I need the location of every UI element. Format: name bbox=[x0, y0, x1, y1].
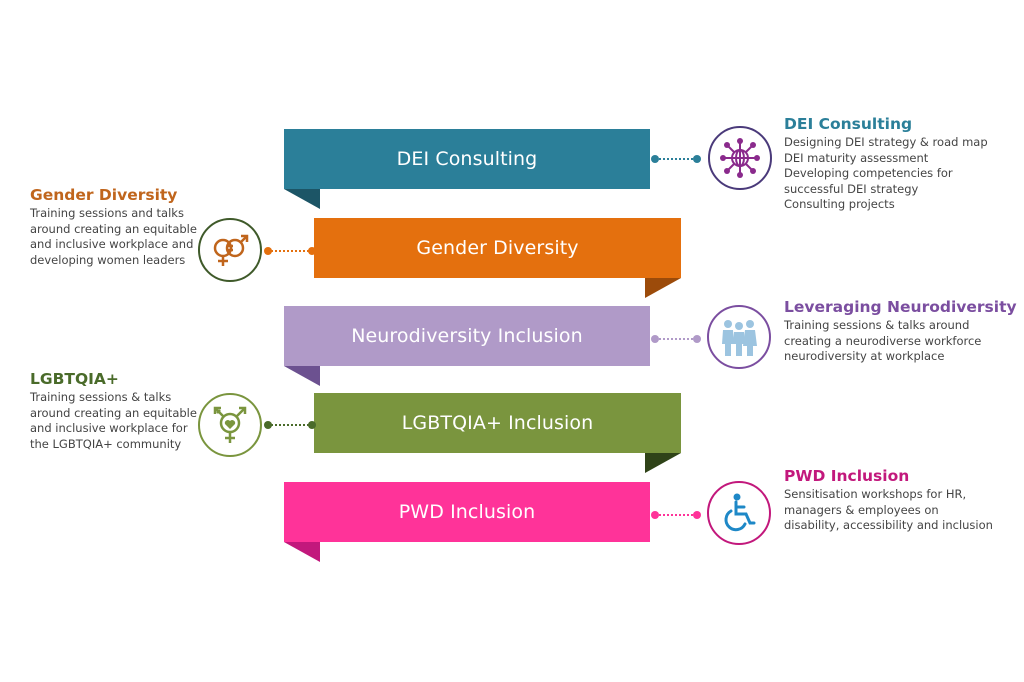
banner-fold bbox=[284, 366, 320, 386]
gender-symbols-icon bbox=[213, 234, 249, 266]
connector-dot bbox=[651, 335, 659, 343]
connector-gender bbox=[268, 250, 312, 252]
banner-label: PWD Inclusion bbox=[398, 501, 536, 523]
badge-dei bbox=[708, 126, 772, 190]
callout-line: Developing competencies for bbox=[784, 166, 953, 180]
callout-line: managers & employees on bbox=[784, 502, 939, 517]
connector-dot bbox=[651, 155, 659, 163]
badge-pwd bbox=[707, 481, 771, 545]
badge-neuro bbox=[707, 305, 771, 369]
transgender-heart-icon bbox=[213, 406, 247, 443]
banner-gender-diversity: Gender Diversity bbox=[314, 218, 681, 278]
connector-dot bbox=[693, 155, 701, 163]
connector-dot bbox=[693, 335, 701, 343]
callout-title-neuro: Leveraging Neurodiversity bbox=[784, 298, 1017, 316]
callout-title-dei: DEI Consulting bbox=[784, 115, 913, 133]
callout-line: Designing DEI strategy & road map bbox=[784, 135, 988, 149]
callout-line: neurodiversity at workplace bbox=[784, 349, 945, 363]
callout-line: around creating an equitable bbox=[30, 405, 197, 420]
banner-fold bbox=[645, 453, 681, 473]
callout-line: around creating an equitable bbox=[30, 221, 197, 236]
banner-neurodiversity-inclusion: Neurodiversity Inclusion bbox=[284, 306, 650, 366]
connector-dot bbox=[264, 247, 272, 255]
banner-label: LGBTQIA+ Inclusion bbox=[401, 412, 594, 434]
banner-label: DEI Consulting bbox=[396, 148, 538, 170]
banner-fold bbox=[284, 189, 320, 209]
globe-network-icon bbox=[720, 138, 760, 178]
connector-dei bbox=[655, 158, 697, 160]
callout-line: successful DEI strategy bbox=[784, 181, 919, 196]
badge-gender bbox=[198, 218, 262, 282]
banner-label: Neurodiversity Inclusion bbox=[351, 325, 583, 347]
connector-dot bbox=[651, 511, 659, 519]
banner-lgbtqia-inclusion: LGBTQIA+ Inclusion bbox=[314, 393, 681, 453]
connector-pwd bbox=[655, 514, 697, 516]
callout-line: Consulting projects bbox=[784, 197, 895, 211]
callout-title-gender: Gender Diversity bbox=[30, 186, 178, 204]
people-group-icon bbox=[722, 320, 757, 356]
banner-dei-consulting: DEI Consulting bbox=[284, 129, 650, 189]
callout-text-pwd: Sensitisation workshops for HR,managers … bbox=[784, 487, 993, 534]
callout-line: disability, accessibility and inclusion bbox=[784, 518, 993, 532]
connector-dot bbox=[308, 247, 316, 255]
callout-line: and inclusive workplace for bbox=[30, 421, 188, 435]
connector-neuro bbox=[655, 338, 697, 340]
callout-line: Sensitisation workshops for HR, bbox=[784, 487, 967, 501]
connector-dot bbox=[693, 511, 701, 519]
callout-line: creating a neurodiverse workforce bbox=[784, 333, 982, 348]
callout-line: Training sessions & talks around bbox=[784, 318, 970, 332]
callout-title-pwd: PWD Inclusion bbox=[784, 467, 910, 485]
callout-line: and inclusive workplace and bbox=[30, 237, 194, 251]
connector-dot bbox=[264, 421, 272, 429]
connector-dot bbox=[308, 421, 316, 429]
badge-lgbtqia bbox=[198, 393, 262, 457]
banner-label: Gender Diversity bbox=[416, 237, 579, 259]
callout-line: developing women leaders bbox=[30, 252, 186, 267]
connector-lgbtqia bbox=[268, 424, 312, 426]
banner-fold bbox=[284, 542, 320, 562]
callout-line: Training sessions & talks bbox=[30, 390, 172, 404]
banner-fold bbox=[645, 278, 681, 298]
callout-line: DEI maturity assessment bbox=[784, 150, 929, 165]
callout-line: Training sessions and talks bbox=[30, 206, 184, 220]
wheelchair-icon bbox=[724, 493, 756, 532]
callout-title-lgbtqia: LGBTQIA+ bbox=[30, 370, 119, 388]
callout-line: the LGBTQIA+ community bbox=[30, 436, 182, 451]
banner-pwd-inclusion: PWD Inclusion bbox=[284, 482, 650, 542]
